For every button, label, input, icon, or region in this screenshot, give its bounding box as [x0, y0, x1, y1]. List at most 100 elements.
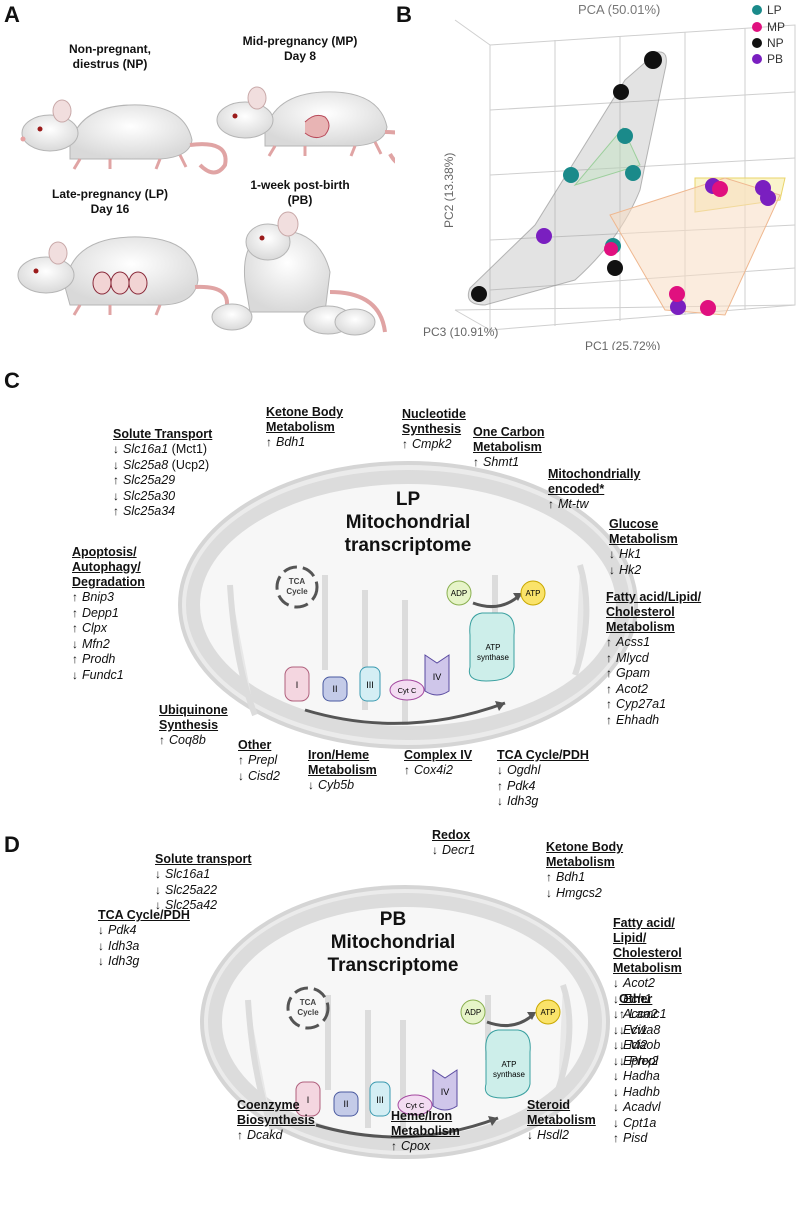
np-mouse	[20, 99, 228, 175]
lp-complex-ii-label: II	[332, 684, 337, 694]
gene-name: Prodh	[82, 652, 116, 666]
group-title: Metabolism	[308, 763, 377, 777]
legend-lp-label: LP	[767, 3, 782, 17]
pb-caption-line1: 1-week post-birth	[250, 178, 350, 192]
gene-name: Hk2	[619, 562, 642, 577]
group-title: Metabolism	[391, 1124, 460, 1138]
legend-pb-marker	[752, 54, 762, 64]
gene-entry: ↓Decr1	[432, 843, 475, 859]
mp-caption-line2: Day 8	[283, 49, 317, 63]
down-arrow-icon: ↓	[98, 938, 104, 953]
lp-proton-arrow	[304, 701, 506, 725]
gene-entry: ↓ Prepl	[619, 1054, 667, 1070]
lp-complex-i-label: I	[296, 680, 299, 690]
gene-entry: ↓Hadhb	[613, 1085, 682, 1101]
gene-entry: ↓ Ogdhl	[497, 763, 589, 779]
gene-name: Acadvl	[623, 1100, 661, 1114]
lp-complex-i	[284, 666, 310, 702]
gene-name: Hadha	[623, 1069, 660, 1083]
lp-synthase-line2: synthase	[477, 653, 510, 662]
down-arrow-icon: ↓	[613, 1007, 619, 1021]
down-arrow-icon: ↓	[72, 636, 78, 651]
up-arrow-icon: ↑	[606, 712, 612, 727]
gene-entry: ↑Prepl	[238, 753, 280, 769]
gene-entry: ↑Ehhadh	[606, 713, 701, 729]
down-arrow-icon: ↓	[613, 1100, 619, 1114]
group-title: Coenzyme	[237, 1098, 300, 1112]
gene-name: Coq8b	[169, 733, 206, 747]
down-arrow-icon: ↓	[497, 763, 503, 777]
group-title: Synthesis	[402, 422, 462, 436]
pb-adp	[460, 999, 486, 1025]
gene-entry: ↓Eci2	[613, 1038, 682, 1054]
gene-name: Bdh1	[276, 435, 306, 449]
group-title: Fatty acid/Lipid/	[606, 590, 702, 604]
paneld-gene-group: Redox↓Decr1	[432, 828, 475, 859]
gene-entry: ↑Lamc1	[619, 1007, 667, 1023]
gene-name: Mfn2	[82, 636, 110, 651]
up-arrow-icon: ↑	[72, 621, 78, 635]
group-title: Cholesterol	[613, 946, 682, 960]
gene-name: Prepl	[629, 1053, 659, 1068]
gene-name: Slc25a34	[123, 504, 176, 518]
down-arrow-icon: ↓	[113, 442, 119, 456]
pb-complex-iii	[369, 1081, 391, 1117]
group-title: Metabolism	[606, 620, 675, 634]
up-arrow-icon: ↑	[266, 435, 272, 449]
pb-title-line2: Mitochondrial	[331, 932, 456, 953]
gene-name: Lamc1	[629, 1007, 667, 1021]
lp-adp	[446, 580, 472, 606]
gene-name: Hmgcs2	[556, 885, 602, 900]
gene-entry: ↑Pisd	[613, 1131, 682, 1147]
gene-entry: ↑Shmt1	[473, 455, 545, 471]
panel-label-c: C	[4, 368, 20, 393]
gene-entry: ↓Slc25a42	[155, 898, 252, 914]
group-title: Ketone Body	[266, 405, 344, 419]
pb-point	[536, 228, 552, 244]
gene-entry: ↓Acot2	[613, 976, 682, 992]
down-arrow-icon: ↓	[613, 1115, 619, 1130]
up-arrow-icon: ↑	[606, 681, 612, 696]
panelc-gene-group: Complex IV↑Cox4i2	[404, 748, 472, 779]
lp-tca-line2: Cycle	[286, 587, 308, 596]
down-arrow-icon: ↓	[98, 954, 104, 968]
down-arrow-icon: ↓	[527, 1128, 533, 1142]
down-arrow-icon: ↓	[613, 1022, 619, 1037]
up-arrow-icon: ↑	[548, 497, 554, 511]
lp-complex-iii-label: III	[366, 680, 374, 690]
down-arrow-icon: ↓	[609, 562, 615, 577]
gene-name: Bdh1	[556, 870, 586, 884]
gene-entry: ↑Pdk4	[497, 779, 589, 795]
gene-name: Slc25a42	[165, 898, 218, 912]
legend-lp-marker	[752, 5, 762, 15]
gene-name: Ogdhl	[507, 763, 541, 777]
lp-title-line3: transcriptome	[345, 535, 472, 556]
gene-entry: ↑ Bdh1	[266, 435, 343, 451]
up-arrow-icon: ↑	[72, 605, 78, 620]
down-arrow-icon: ↓	[619, 1038, 625, 1052]
group-title: Steroid	[527, 1098, 571, 1112]
gene-name: Depp1	[82, 605, 119, 620]
np-point	[644, 51, 662, 69]
lp-mitochondrion: TCA Cycle LP Mitochondrial transcriptome…	[178, 461, 638, 749]
gene-entry: ↓Ech1	[613, 992, 682, 1008]
gene-name: Cmpk2	[412, 437, 452, 451]
group-title: Other	[619, 992, 653, 1006]
pb-caption-line2: (PB)	[287, 193, 313, 207]
gene-name: Ech1	[623, 991, 652, 1006]
gene-name: Acss1	[616, 635, 651, 649]
down-arrow-icon: ↓	[613, 1084, 619, 1099]
down-arrow-icon: ↓	[619, 1053, 625, 1068]
pb-atp	[535, 999, 561, 1025]
gene-name: Shmt1	[483, 455, 520, 469]
lp-point	[563, 167, 579, 183]
paneld-gene-group: Other↑Lamc1↓Vwa8↓Maob↓Prepl	[619, 992, 667, 1069]
np-caption-line2: diestrus (NP)	[72, 57, 148, 71]
group-title: Metabolism	[266, 420, 335, 434]
panelc-gene-group: Solute Transport↓Slc16a1 (Mct1)↓Slc25a8 …	[113, 427, 212, 520]
lp-synthase-line1: ATP	[486, 643, 501, 652]
